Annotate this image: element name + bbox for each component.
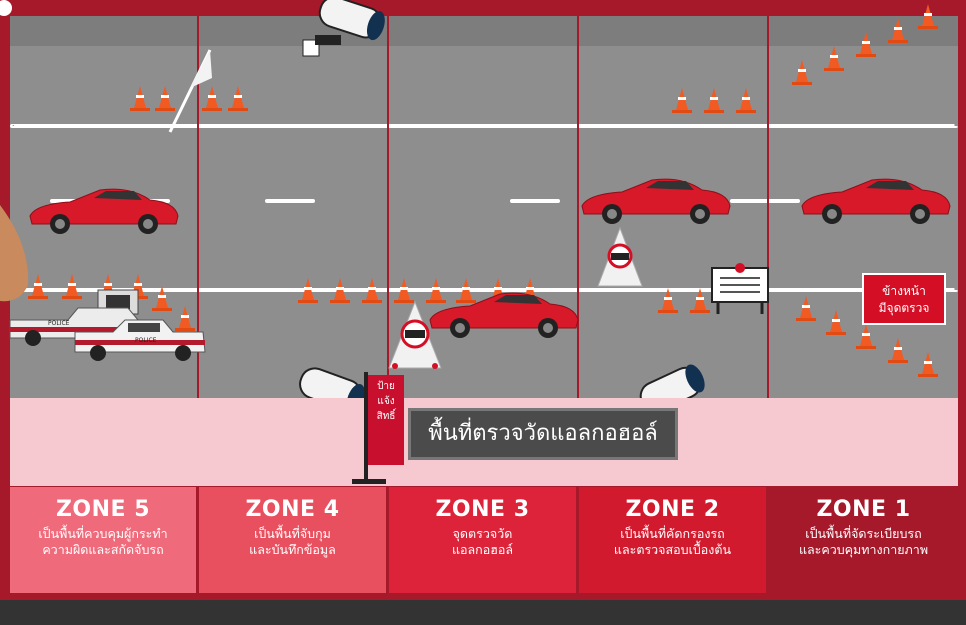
zone-divider — [197, 16, 199, 398]
traffic-cone — [796, 296, 816, 321]
traffic-cone — [888, 18, 908, 43]
alcohol-test-area-sign: พื้นที่ตรวจวัดแอลกอฮอล์ — [408, 408, 678, 460]
zone-description: เป็นพื้นที่ควบคุมผู้กระทำ ความผิดและสกัด… — [38, 526, 168, 557]
traffic-cone — [704, 88, 724, 113]
police-label: POLICE — [135, 337, 157, 344]
traffic-cone — [330, 278, 350, 303]
zone-description: เป็นพื้นที่คัดกรองรถ และตรวจสอบเบื้องต้น — [613, 526, 732, 557]
zone-4-box: ZONE 4 เป็นพื้นที่จับกุม และบันทึกข้อมูล — [199, 487, 386, 593]
rights-sign-line: ป้าย — [377, 381, 395, 392]
zone-divider — [577, 16, 579, 398]
traffic-cone — [736, 88, 756, 113]
checkpoint-ahead-sign: ข้างหน้า มีจุดตรวจ — [862, 273, 946, 325]
lane-line-upper — [10, 124, 958, 128]
traffic-cone — [658, 288, 678, 313]
alcohol-test-stand — [597, 226, 643, 287]
traffic-cone — [394, 278, 414, 303]
red-car — [581, 178, 731, 224]
red-car — [801, 178, 951, 224]
traffic-cone — [824, 46, 844, 71]
traffic-cone — [62, 274, 82, 299]
rights-sign-line: แจ้ง — [377, 396, 395, 407]
traffic-cone — [155, 86, 175, 111]
zone-description: จุดตรวจวัด แอลกอฮอล์ — [451, 526, 514, 557]
info-board — [711, 263, 769, 314]
traffic-cone — [152, 286, 172, 311]
camera-icon — [302, 0, 385, 57]
zone-divider — [767, 16, 769, 398]
traffic-cone — [426, 278, 446, 303]
zone-title: ZONE 2 — [625, 497, 720, 522]
zone-title: ZONE 4 — [245, 497, 340, 522]
traffic-cone — [918, 352, 938, 377]
rights-sign-line: สิทธิ์ — [376, 411, 396, 422]
police-label: POLICE — [48, 320, 70, 327]
traffic-cone — [175, 306, 195, 331]
traffic-cone — [826, 310, 846, 335]
lane-dash — [510, 199, 560, 203]
red-car — [429, 292, 579, 338]
traffic-cone — [856, 32, 876, 57]
traffic-cone — [298, 278, 318, 303]
zone-description: เป็นพื้นที่จัดระเบียบรถ และควบคุมทางกายภ… — [798, 526, 929, 557]
rights-notice-sign: ป้าย แจ้ง สิทธิ์ — [368, 375, 404, 465]
lane-dash — [730, 199, 800, 203]
traffic-cone — [856, 324, 876, 349]
traffic-cone — [130, 86, 150, 111]
police-trucks: POLICE POLICE — [9, 289, 206, 361]
zone-2-box: ZONE 2 เป็นพื้นที่คัดกรองรถ และตรวจสอบเบ… — [579, 487, 766, 593]
zone-divider — [387, 16, 389, 398]
traffic-cone — [362, 278, 382, 303]
bottom-strip — [0, 600, 966, 625]
zone-5-box: ZONE 5 เป็นพื้นที่ควบคุมผู้กระทำ ความผิด… — [10, 487, 196, 593]
traffic-cone — [918, 4, 938, 29]
traffic-cone — [690, 288, 710, 313]
traffic-cone — [456, 278, 476, 303]
police-truck-front: POLICE — [74, 319, 206, 361]
lane-line-lower — [10, 288, 958, 292]
zone-title: ZONE 5 — [55, 497, 151, 522]
traffic-cone — [672, 88, 692, 113]
traffic-cone — [792, 60, 812, 85]
zone-title: ZONE 3 — [435, 497, 530, 522]
alcohol-test-stand — [388, 300, 442, 369]
traffic-cone — [888, 338, 908, 363]
zone-1-box: ZONE 1 เป็นพื้นที่จัดระเบียบรถ และควบคุม… — [769, 487, 958, 593]
traffic-cone — [28, 274, 48, 299]
traffic-cone — [202, 86, 222, 111]
checkpoint-sign-line: ข้างหน้า — [882, 284, 926, 298]
checkpoint-sign-line: มีจุดตรวจ — [878, 301, 930, 315]
lane-dash — [265, 199, 315, 203]
officer-arm — [0, 205, 29, 302]
zone-3-box: ZONE 3 จุดตรวจวัด แอลกอฮอล์ — [389, 487, 576, 593]
zone-title: ZONE 1 — [816, 497, 911, 522]
red-car — [29, 188, 179, 234]
traffic-cone — [228, 86, 248, 111]
flag-pole — [168, 49, 212, 133]
zone-description: เป็นพื้นที่จับกุม และบันทึกข้อมูล — [249, 526, 336, 557]
